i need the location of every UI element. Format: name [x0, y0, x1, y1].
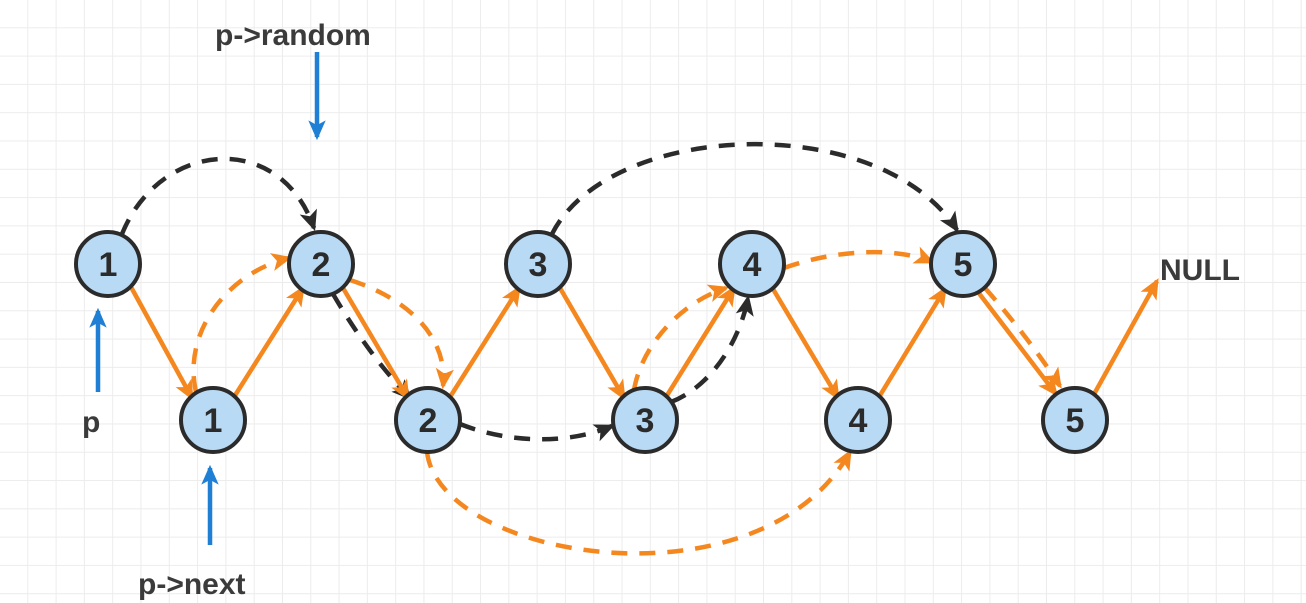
node-copy3[interactable]: 3 — [611, 386, 679, 454]
node-copy2[interactable]: 2 — [394, 386, 462, 454]
next-edge-orig1-to-copy1 — [129, 285, 194, 401]
node-circle[interactable] — [718, 230, 786, 298]
random-edge-orig1-to-orig2 — [119, 156, 317, 235]
next-pointer-edges — [129, 278, 1159, 401]
node-circle[interactable] — [179, 386, 247, 454]
random-edge-copy2-to-copy3 — [459, 421, 616, 442]
next-edge-orig2-to-copy2 — [341, 286, 410, 401]
node-label: 3 — [529, 246, 548, 284]
node-circle[interactable] — [287, 230, 355, 298]
p-label: p — [82, 406, 100, 439]
next-edge-copy5-to-null — [1091, 278, 1159, 398]
next-edge-copy4-to-orig5 — [877, 286, 947, 399]
next-edge-copy1-to-orig2 — [232, 285, 305, 399]
node-circle[interactable] — [504, 230, 572, 298]
node-label: 4 — [849, 402, 868, 440]
node-orig4[interactable]: 4 — [718, 230, 786, 298]
node-label: 2 — [419, 402, 438, 440]
node-copy5[interactable]: 5 — [1041, 386, 1109, 454]
next-edge-orig5-to-copy5 — [976, 290, 1059, 397]
node-orig5[interactable]: 5 — [929, 230, 997, 298]
node-circle[interactable] — [1041, 386, 1109, 454]
node-label: 1 — [99, 246, 118, 284]
node-orig3[interactable]: 3 — [504, 230, 572, 298]
copy-random-edge-orig2-to-copy2 — [349, 277, 454, 390]
next-edge-copy3-to-orig4 — [664, 285, 736, 399]
node-orig2[interactable]: 2 — [287, 230, 355, 298]
node-circle[interactable] — [394, 386, 462, 454]
node-label: 5 — [1066, 402, 1085, 440]
annotation-labels: p->random p p->next NULL — [82, 19, 1240, 601]
copy-random-edge-copy1-to-orig2 — [191, 253, 293, 393]
next-edge-orig3-to-copy3 — [558, 286, 626, 401]
annotation-arrows — [89, 52, 326, 545]
node-circle[interactable] — [74, 230, 142, 298]
random-edge-orig3-to-orig5 — [549, 142, 959, 236]
node-label: 4 — [743, 246, 762, 284]
p-next-label: p->next — [138, 568, 246, 601]
node-label: 5 — [954, 246, 973, 284]
nodes-group: 1 1 2 2 3 3 4 — [74, 230, 1109, 454]
next-edge-copy2-to-orig3 — [448, 285, 521, 399]
copy-random-pointer-edges — [191, 246, 1062, 556]
random-edge-copy3-to-orig4 — [670, 294, 754, 405]
next-edge-orig4-to-copy4 — [771, 287, 840, 401]
node-copy4[interactable]: 4 — [824, 386, 892, 454]
copy-random-edge-orig5-to-copy5 — [983, 286, 1062, 389]
copy-random-edge-copy2-to-copy4 — [424, 449, 852, 556]
node-label: 2 — [312, 246, 331, 284]
node-copy1[interactable]: 1 — [179, 386, 247, 454]
copy-random-edge-copy3-to-orig4 — [631, 284, 730, 391]
node-label: 3 — [636, 402, 655, 440]
node-circle[interactable] — [824, 386, 892, 454]
node-circle[interactable] — [611, 386, 679, 454]
copy-random-edge-orig4-to-orig5 — [783, 246, 936, 271]
node-orig1[interactable]: 1 — [74, 230, 142, 298]
node-circle[interactable] — [929, 230, 997, 298]
node-label: 1 — [204, 402, 223, 440]
null-label: NULL — [1160, 254, 1240, 287]
p-random-label: p->random — [215, 19, 371, 52]
